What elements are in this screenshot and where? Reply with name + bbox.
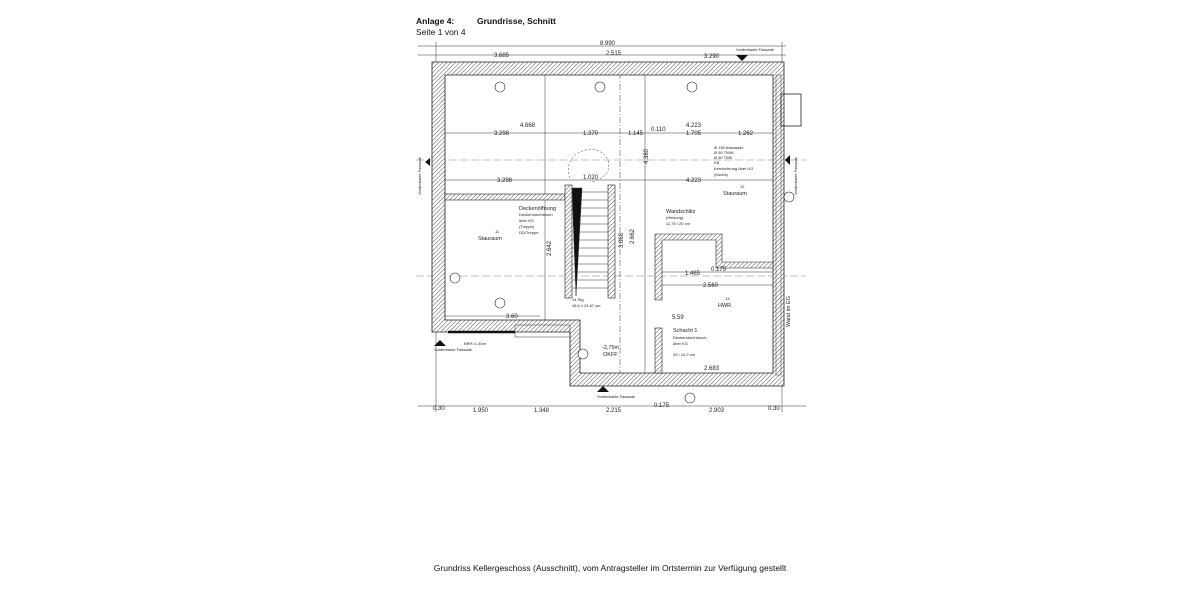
plan-label: 4.380	[644, 148, 650, 164]
plan-label: 1.370	[583, 131, 599, 137]
plan-label: 1.705	[686, 131, 702, 137]
plan-label: Deckenöffnung	[519, 206, 556, 212]
plan-label: Vorderkante Fassade	[736, 47, 775, 52]
plan-label: Wand im EG	[786, 296, 792, 327]
plan-label: 2.642	[547, 240, 553, 256]
plan-label: 20 / 10,2 cm	[673, 352, 696, 357]
plan-label: 11	[495, 229, 500, 234]
plan-label: 1.950	[473, 408, 489, 414]
plan-label: 4.223	[686, 178, 702, 184]
plan-label: 0.30	[768, 406, 780, 412]
plan-label: 1.145	[628, 131, 644, 137]
schacht-wall	[654, 327, 663, 374]
plan-label: 3.60	[506, 314, 518, 320]
page-title: Grundrisse, Schnitt	[477, 16, 556, 26]
plan-label: 2.515	[606, 51, 622, 57]
plan-label: -2,75m	[602, 345, 620, 351]
plan-label: 3.068	[619, 232, 625, 248]
plan-label: 0.175	[654, 403, 670, 409]
plan-label: 2.903	[709, 408, 725, 414]
plan-label: (Küche)	[714, 172, 729, 177]
plan-label: Vorderkante Fassade	[597, 394, 636, 399]
plan-label: 2.683	[704, 366, 720, 372]
plan-label: über KG	[519, 218, 534, 223]
plan-label: 12	[740, 184, 745, 189]
plan-label: Vorderkante Fassade	[434, 347, 473, 352]
plan-label: BRH=1,30m	[464, 341, 487, 346]
plan-label: 1.348	[534, 408, 550, 414]
hwr-wall	[654, 233, 774, 301]
plan-label: 13	[725, 296, 730, 301]
plan-label: Wandschlitz	[666, 209, 696, 215]
plan-label: 3.298	[494, 131, 510, 137]
plan-label: Deckendurchbruch	[519, 212, 553, 217]
section-markers	[449, 81, 795, 404]
plan-label: KB	[714, 160, 720, 165]
plan-label: (Treppe)	[519, 224, 535, 229]
plan-label: 0.175	[711, 267, 727, 273]
plan-label: 1.262	[738, 131, 754, 137]
plan-label: 3.298	[497, 178, 513, 184]
annex-label: Anlage 4:	[416, 16, 455, 26]
plan-label: 0.110	[651, 127, 666, 133]
wand-eg	[775, 74, 782, 376]
plan-label: Stauraum	[478, 236, 502, 242]
outer-wall	[431, 61, 785, 387]
plan-label: über KG	[673, 341, 688, 346]
plan-label: Vorderkante Fassade	[793, 156, 798, 195]
plan-label: 1.465	[685, 271, 701, 277]
plan-label: 1.020	[583, 175, 599, 181]
plan-label: 2.215	[606, 408, 622, 414]
plan-label: 4.668	[520, 123, 536, 129]
plan-label: 4.223	[686, 123, 702, 129]
plan-label: 0.30	[433, 406, 445, 412]
plan-label: Ø 50 TWK	[714, 155, 733, 160]
plan-label: Stauraum	[723, 191, 747, 197]
plan-label: 8.990	[600, 41, 616, 47]
stair-wall-right	[607, 184, 616, 299]
plan-label: Ø 50 TWW	[714, 150, 734, 155]
figure-caption: Grundriss Kellergeschoss (Ausschnitt), v…	[433, 563, 787, 573]
plan-label: Vorderkante Fassade	[417, 156, 422, 195]
plan-label: Schacht 1	[673, 328, 697, 334]
plan-label: 14 Stg.	[572, 297, 585, 302]
direction-arrows	[425, 55, 790, 392]
plan-label: OKFF	[603, 352, 618, 358]
plan-label: 5.59	[672, 315, 684, 321]
interior-wall	[444, 193, 566, 201]
plan-label: Ø 150 Abwasser	[714, 145, 744, 150]
staircase	[568, 149, 610, 297]
stair-wall-left	[564, 184, 573, 299]
plan-label: 11,75 / 20 cm	[666, 221, 691, 226]
plan-label: HWR	[718, 303, 731, 309]
plan-label: 2.662	[630, 228, 636, 244]
plan-label: Deckendurchbruch	[673, 335, 707, 340]
plan-label: 3.685	[494, 53, 510, 59]
light-well	[514, 324, 571, 338]
outside-element	[780, 93, 802, 127]
page-number: Seite 1 von 4	[416, 27, 466, 37]
plan-label: DD/Treppe	[519, 230, 539, 235]
plan-label: Kernbohrung über UG	[714, 166, 753, 171]
plan-label: 2.560	[703, 283, 719, 289]
plan-label: 18,6 x 24,67 cm	[572, 303, 601, 308]
plan-label: 3.290	[704, 54, 720, 60]
plan-label: (Heizung)	[666, 215, 684, 220]
